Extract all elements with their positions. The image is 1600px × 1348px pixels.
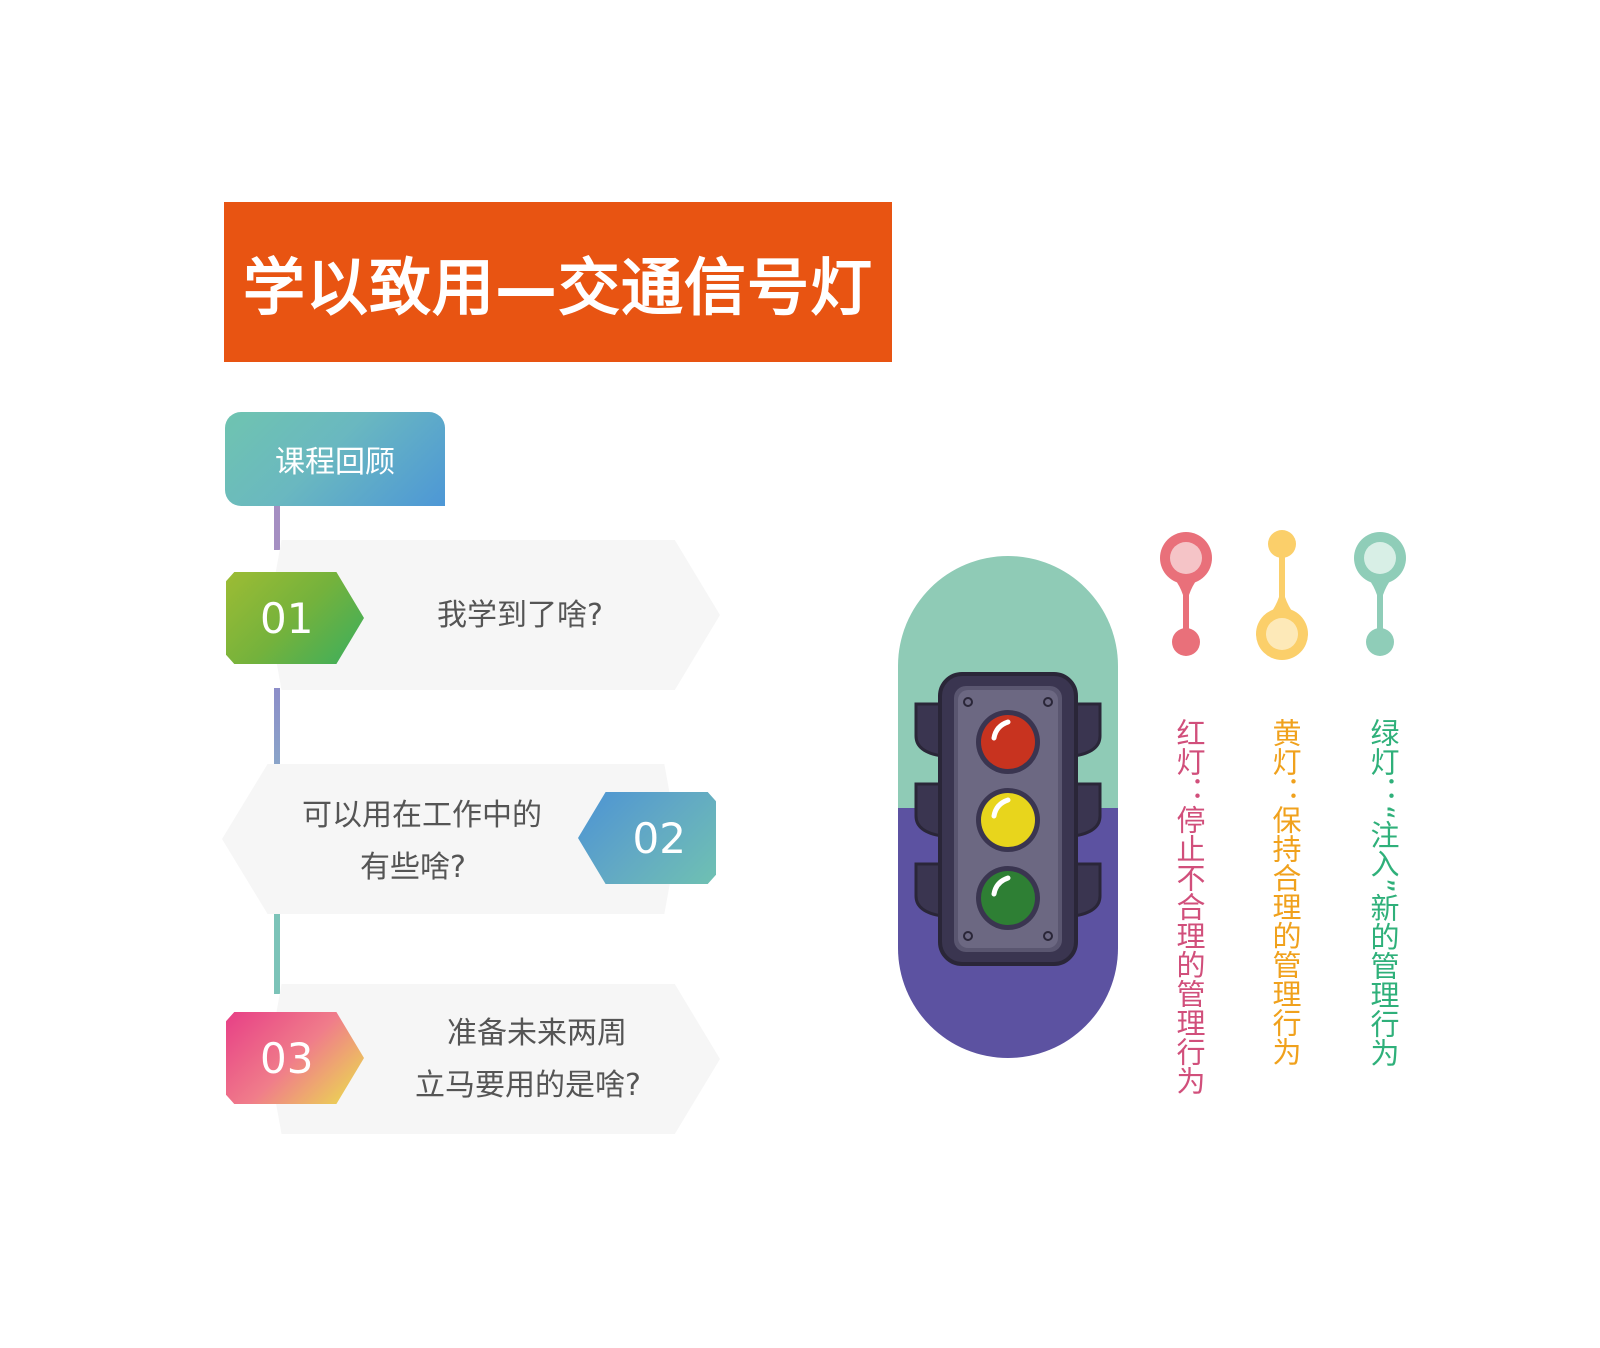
connector-line <box>274 910 280 994</box>
map-pin-icon <box>1354 532 1406 656</box>
traffic-light-icon <box>898 556 1118 1058</box>
green-light <box>981 871 1035 925</box>
yellow-light-label: 黄灯：保持合理的管理行为 <box>1268 718 1302 1066</box>
red-light-label: 红灯：停止不合理的管理行为 <box>1172 718 1206 1095</box>
step-text-3: 准备未来两周 立马要用的是啥? <box>415 1016 641 1103</box>
step-text-1: 我学到了啥? <box>437 598 603 633</box>
title-banner: 学以致用—交通信号灯 <box>224 202 892 362</box>
review-tab-label: 课程回顾 <box>275 445 395 480</box>
connector-line <box>274 688 280 774</box>
connector-line <box>274 506 280 550</box>
step-number-badge-3: 03 <box>226 1012 364 1104</box>
map-pin-icon <box>1160 532 1212 656</box>
step-text-2: 可以用在工作中的 有些啥? <box>302 798 542 885</box>
step-number-badge-2: 02 <box>578 792 716 884</box>
review-tab[interactable]: 课程回顾 <box>225 412 445 506</box>
step-number-badge-1: 01 <box>226 572 364 664</box>
green-light-label: 绿灯：“注入”新的管理行为 <box>1366 718 1400 1068</box>
red-light <box>981 715 1035 769</box>
yellow-light <box>981 793 1035 847</box>
map-pin-icon <box>1256 530 1308 660</box>
page-title: 学以致用—交通信号灯 <box>242 251 873 324</box>
